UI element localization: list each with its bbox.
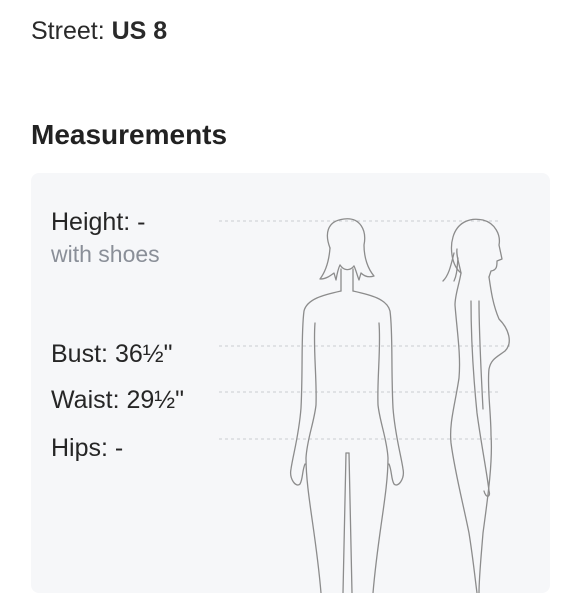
bust-value: 36½" xyxy=(114,340,173,368)
height-label: Height: xyxy=(51,208,131,236)
height-measurement: Height: - xyxy=(51,207,146,237)
hips-measurement: Hips: - xyxy=(51,433,123,463)
height-note: with shoes xyxy=(51,241,160,267)
street-size-label: Street: xyxy=(31,17,105,45)
bust-label: Bust: xyxy=(51,340,108,368)
body-front-outline-icon xyxy=(290,218,404,593)
measurements-title: Measurements xyxy=(31,119,228,150)
street-size: Street: US 8 xyxy=(31,14,167,48)
measurement-guides xyxy=(219,220,511,440)
body-side-outline-icon xyxy=(442,218,510,593)
bust-measurement: Bust: 36½" xyxy=(51,339,172,369)
waist-label: Waist: xyxy=(51,386,120,414)
hips-label: Hips: xyxy=(51,434,108,462)
waist-measurement: Waist: 29½" xyxy=(51,385,184,415)
waist-value: 29½" xyxy=(126,386,185,414)
body-figures xyxy=(219,218,511,593)
street-size-value: US 8 xyxy=(111,17,168,45)
measurements-panel: Height: - with shoes Bust: 36½" Waist: 2… xyxy=(31,173,550,593)
height-value: - xyxy=(137,208,146,236)
hips-value: - xyxy=(114,434,124,462)
